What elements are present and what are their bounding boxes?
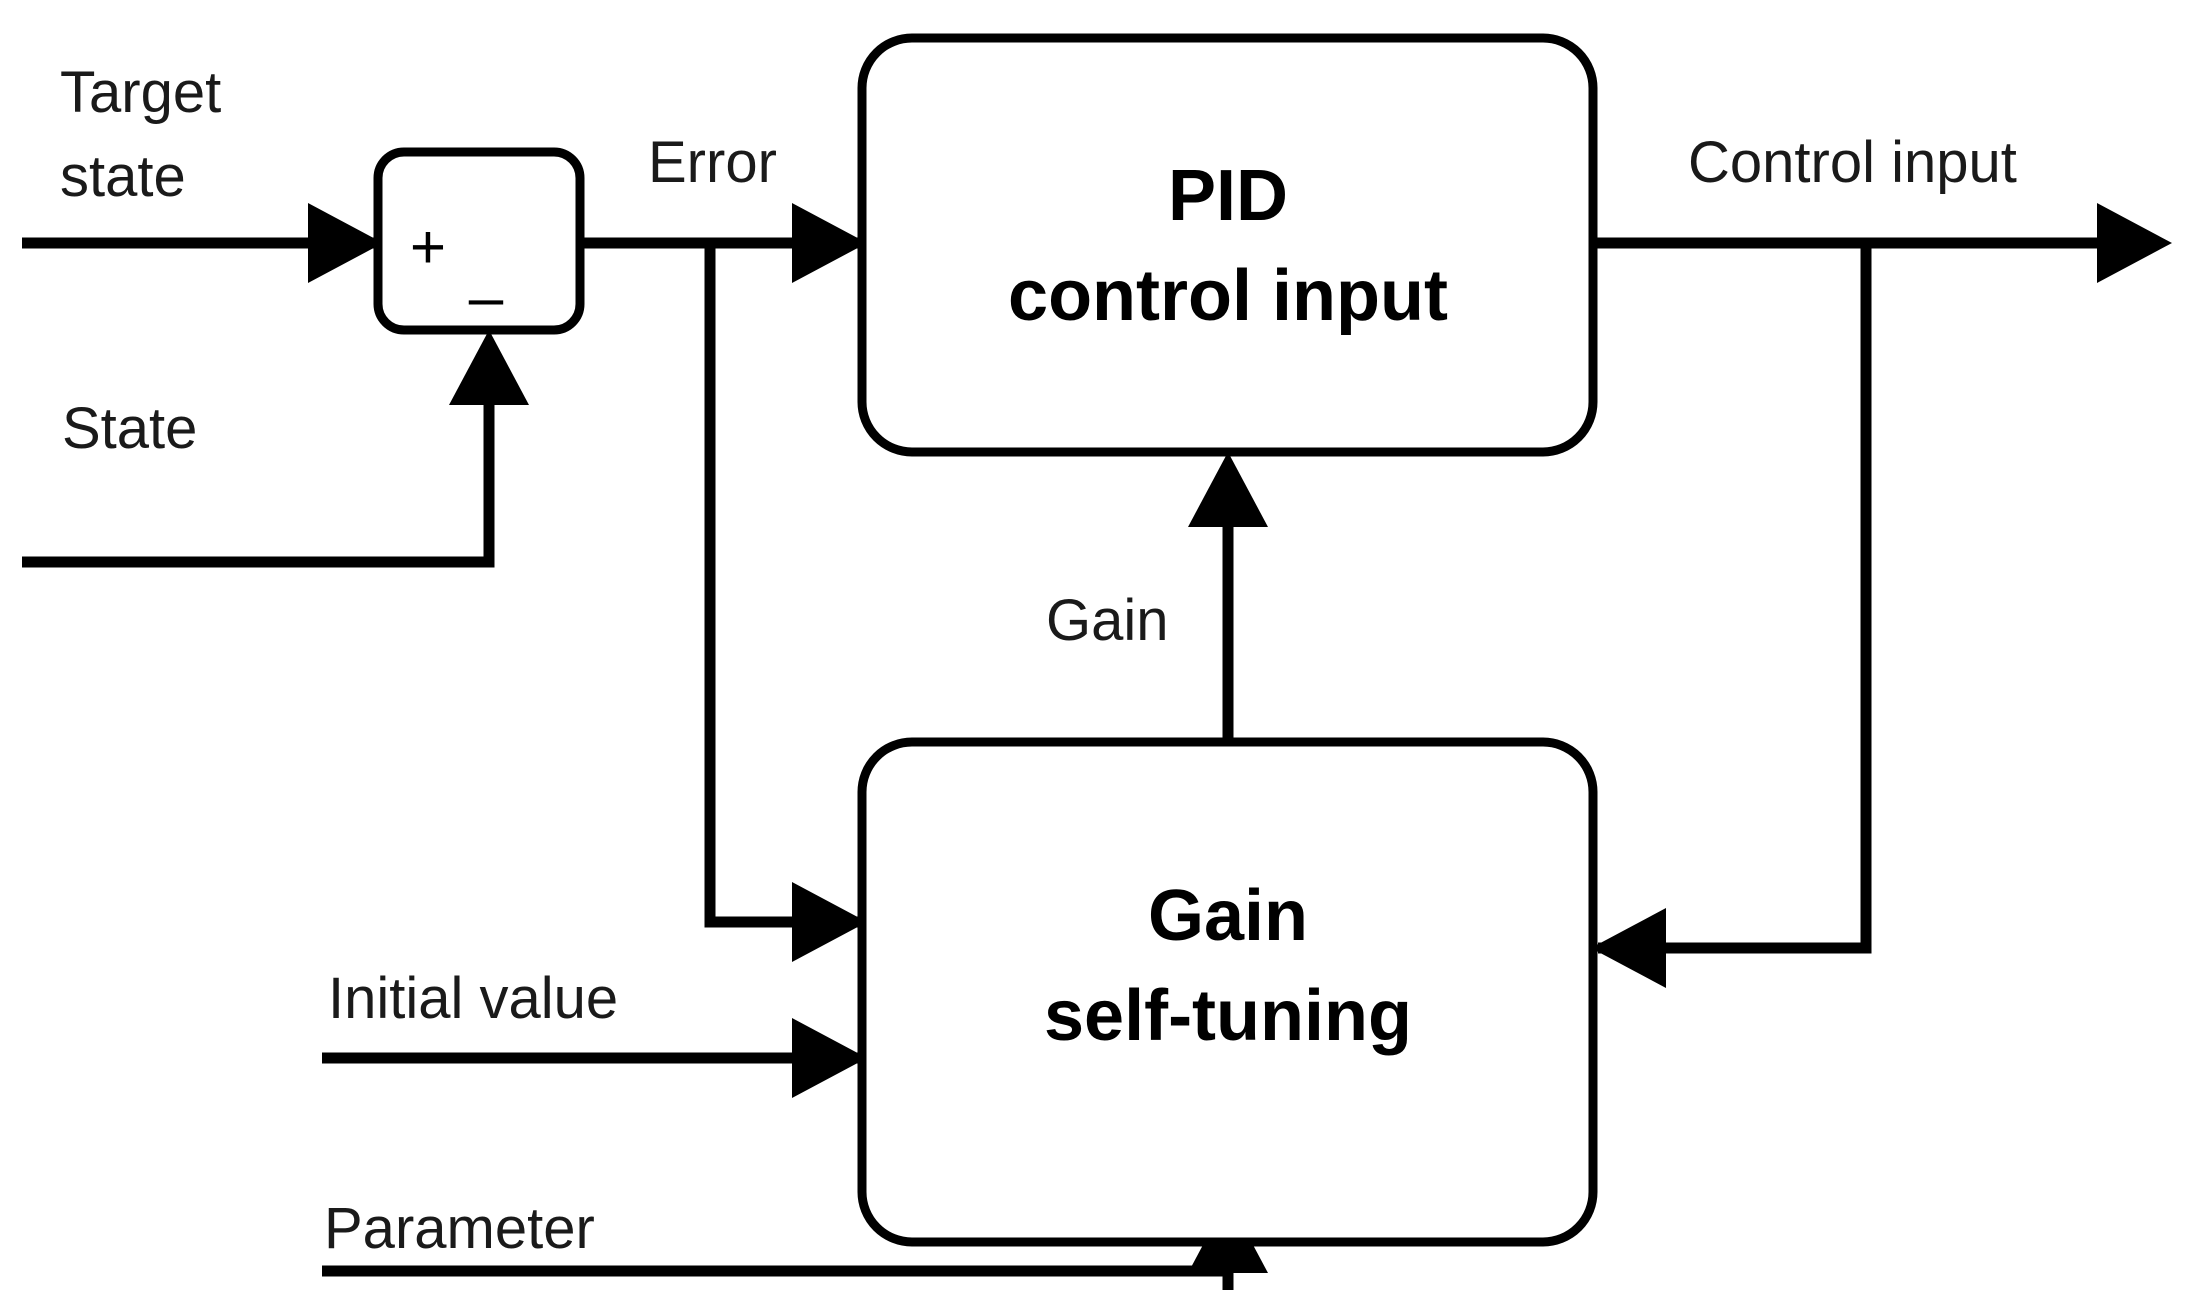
label-error: Error — [648, 130, 777, 195]
arrow-head-error-to-gain — [792, 882, 867, 962]
label-initial-value: Initial value — [328, 966, 618, 1031]
arrow-head-initial-value — [792, 1018, 867, 1098]
wire-gain — [1188, 452, 1268, 742]
label-target-state-line1: Target — [60, 60, 221, 125]
summing-junction-minus-sign: – — [469, 263, 504, 332]
wire-state-feedback — [22, 330, 529, 568]
gain-block-label-line1: Gain — [1148, 876, 1308, 956]
summing-junction-block[interactable]: + – — [373, 147, 585, 335]
wire-control-input — [1593, 203, 2172, 283]
pid-control-input-block[interactable]: PID control input — [857, 33, 1598, 457]
gain-self-tuning-block[interactable]: Gain self-tuning — [857, 737, 1598, 1247]
pid-block-label-line2: control input — [1008, 256, 1448, 336]
label-target-state-line2: state — [60, 144, 186, 209]
arrow-head-state-feedback — [449, 330, 529, 405]
wire-error — [580, 203, 867, 283]
wire-error-branch-to-gain — [704, 243, 867, 962]
arrow-head-target-state — [308, 203, 383, 283]
label-gain: Gain — [1046, 588, 1169, 653]
wire-control-input-feedback — [1591, 243, 1872, 988]
gain-block-label-line2: self-tuning — [1044, 976, 1412, 1056]
arrow-head-control-feedback-to-gain — [1591, 908, 1666, 988]
label-parameter: Parameter — [324, 1196, 595, 1261]
wire-initial-value — [322, 1018, 867, 1098]
arrow-head-control-input-out — [2097, 203, 2172, 283]
label-control-input: Control input — [1688, 130, 2017, 195]
wire-target-state — [22, 203, 383, 283]
pid-block-label-line1: PID — [1168, 156, 1288, 236]
label-state: State — [62, 396, 197, 461]
summing-junction-plus-sign: + — [410, 213, 446, 282]
arrow-head-gain-to-pid — [1188, 452, 1268, 527]
arrow-head-error-to-pid — [792, 203, 867, 283]
